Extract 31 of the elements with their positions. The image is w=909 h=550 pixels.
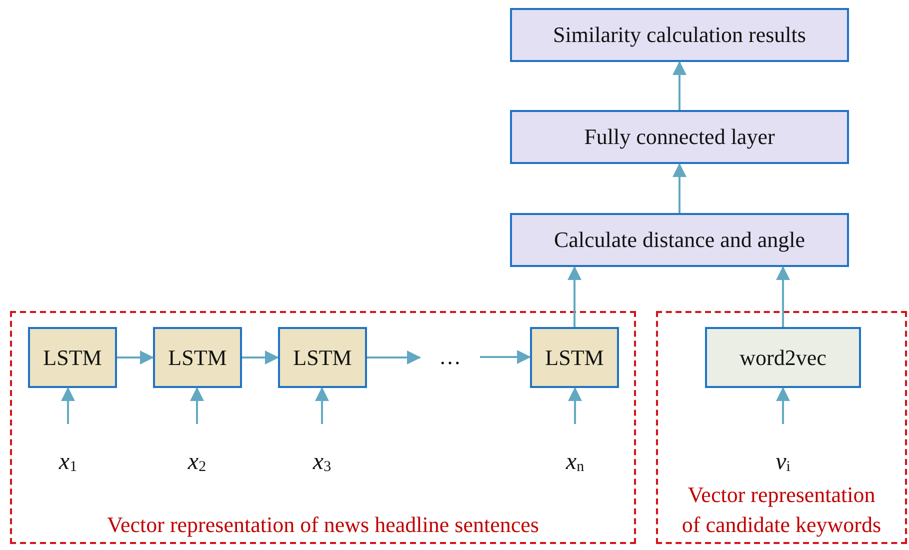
arrow	[117, 350, 154, 364]
input-variable: x$_{2}$	[172, 424, 222, 476]
input-variable: x$_{1}$	[43, 424, 93, 476]
lstm-box: LSTM	[278, 327, 367, 388]
lstm-box: LSTM	[153, 327, 242, 388]
arrow	[672, 163, 686, 213]
input-variable: x$_{n}$	[550, 424, 600, 476]
lstm-box: LSTM	[28, 327, 117, 388]
arrow	[776, 266, 790, 327]
input-variable: x$_{3}$	[297, 424, 347, 476]
input-variable: v$_{i}$	[758, 424, 808, 476]
process-box: Calculate distance and angle	[510, 213, 849, 267]
dashed-region	[10, 311, 636, 544]
dashed-region	[656, 311, 907, 544]
arrow	[568, 387, 582, 424]
arrow	[568, 266, 582, 327]
arrow	[61, 387, 75, 424]
arrow	[367, 350, 421, 364]
region-caption: Vector representation of candidate keywords	[680, 481, 882, 539]
process-box: Fully connected layer	[510, 110, 849, 164]
embedding-box: word2vec	[705, 327, 861, 388]
arrow	[190, 387, 204, 424]
arrow	[242, 350, 279, 364]
arrow	[672, 61, 686, 110]
region-caption: Vector representation of news headline sentences	[106, 511, 540, 539]
arrow	[776, 387, 790, 424]
arrow	[315, 387, 329, 424]
lstm-box: LSTM	[530, 327, 619, 388]
process-box: Similarity calculation results	[510, 8, 849, 62]
ellipsis: …	[420, 337, 480, 377]
arrow	[480, 350, 531, 364]
